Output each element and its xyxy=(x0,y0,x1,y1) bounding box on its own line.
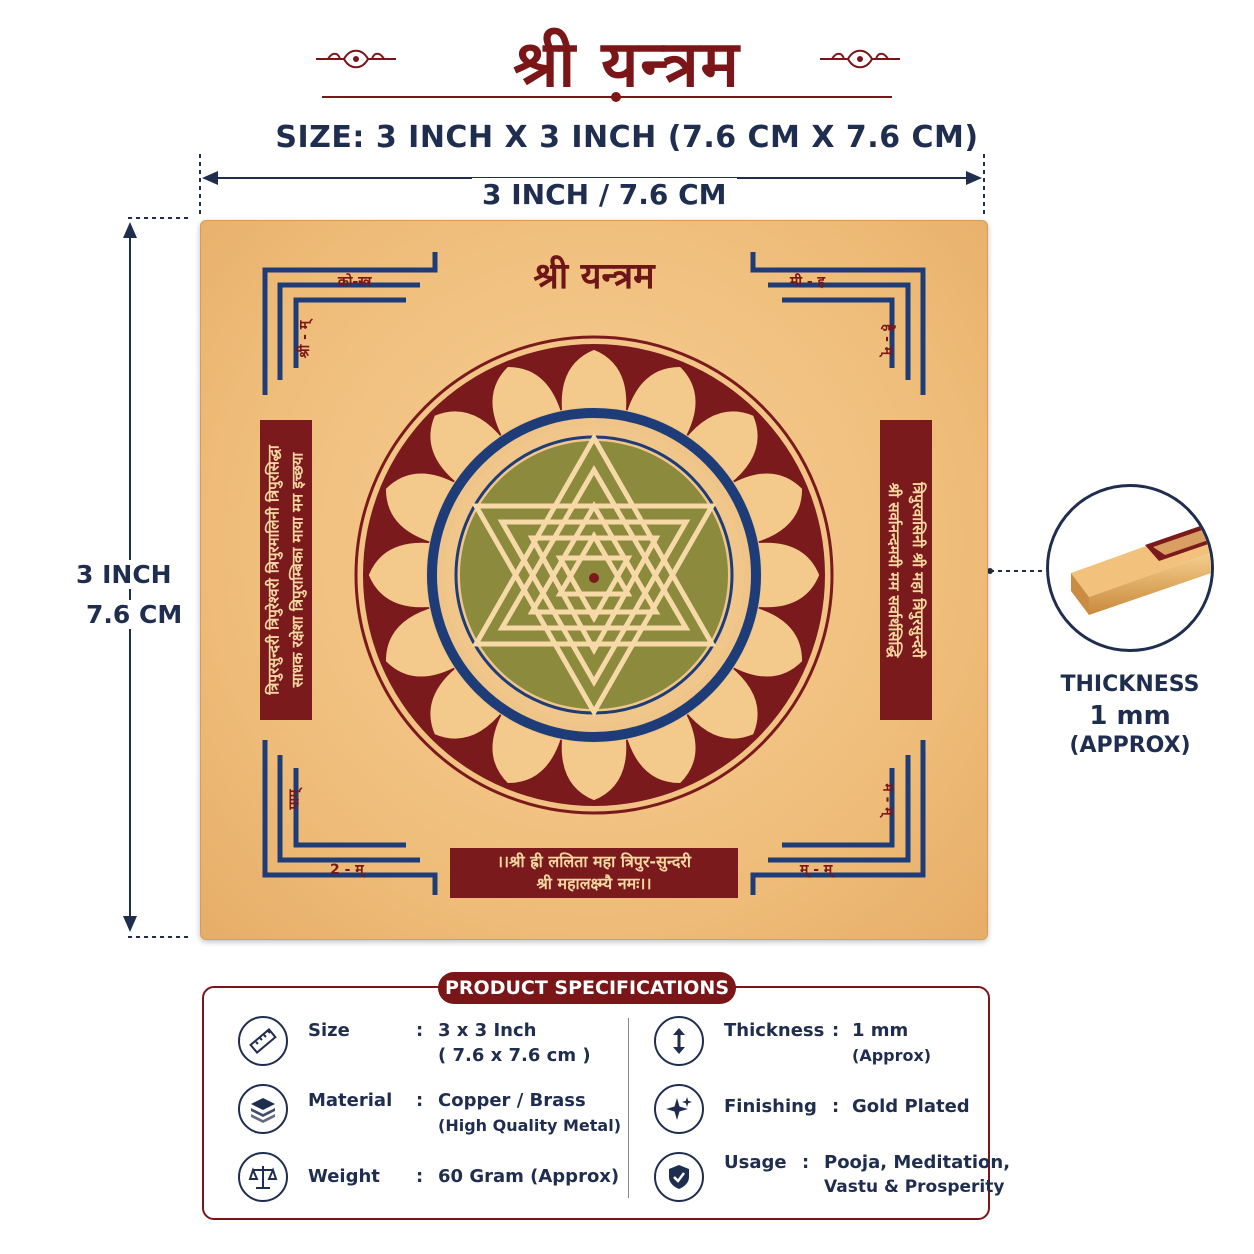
lotus-petal xyxy=(682,663,760,741)
sparkle-icon xyxy=(654,1084,704,1134)
left-mantra-panel: त्रिपुरसुन्दरी त्रिपुरेश्वरी त्रिपुरमालि… xyxy=(260,420,312,720)
spec-value-usage-1: Pooja, Meditation, xyxy=(824,1152,1011,1173)
spec-value-usage-2: Vastu & Prosperity xyxy=(824,1177,1005,1197)
bottom-mantra-line-1: ।।श्री ह्री ललिता महा त्रिपुर-सुन्दरी xyxy=(496,852,692,871)
size-headline: SIZE: 3 INCH X 3 INCH (7.6 CM X 7.6 CM) xyxy=(275,120,979,155)
corner-label-bottom-left: 2 - म् xyxy=(330,862,364,878)
spec-label-finishing: Finishing xyxy=(724,1096,817,1117)
vertical-arrows-icon xyxy=(654,1016,704,1066)
spec-label-weight: Weight xyxy=(308,1166,380,1187)
spec-value-thickness: 1 mm (Approx) xyxy=(852,1018,931,1068)
spec-colon: : xyxy=(832,1020,840,1041)
right-panel-line-1: त्रिपुरवासिनी श्री महा त्रिपुरसुन्दरी xyxy=(909,482,928,658)
thickness-label: THICKNESS xyxy=(1060,672,1200,697)
corner-label-bottom-right: म् - म् xyxy=(800,862,833,878)
spec-value-usage: Pooja, Meditation, Vastu & Prosperity xyxy=(824,1150,1010,1200)
spec-value-thickness-2: (Approx) xyxy=(852,1046,932,1065)
corner-label-bottom-right-side: म - म् xyxy=(879,783,896,816)
page-title: श्री यन्त्रम xyxy=(513,27,741,102)
spec-colon: : xyxy=(416,1166,424,1187)
lotus-petal xyxy=(428,409,506,487)
spec-colon: : xyxy=(802,1152,810,1173)
lotus-petal xyxy=(682,409,760,487)
lotus-petal xyxy=(560,348,628,417)
lotus-petal xyxy=(560,733,628,802)
spec-value-thickness-1: 1 mm xyxy=(852,1020,909,1041)
width-label: 3 INCH / 7.6 CM xyxy=(472,178,737,211)
left-panel-line-2: साधक रक्षेशा त्रिपुराम्बिका माया मम इच्छ… xyxy=(289,452,307,688)
bottom-mantra-line-2: श्री महालक्ष्म्यै नमः।। xyxy=(536,874,652,893)
header-divider-dot xyxy=(611,92,621,102)
spec-value-finishing: Gold Plated xyxy=(852,1096,970,1117)
thickness-callout: THICKNESS 1 mm (APPROX) xyxy=(1040,672,1220,758)
left-ornament-icon xyxy=(316,49,396,69)
height-label-cm: 7.6 CM xyxy=(86,600,183,629)
spec-value-weight: 60 Gram (Approx) xyxy=(438,1166,620,1187)
lotus-petal xyxy=(367,541,436,609)
spec-label-size: Size xyxy=(308,1020,350,1041)
spec-value-material-1: Copper / Brass xyxy=(438,1090,586,1111)
spec-colon: : xyxy=(416,1090,424,1111)
corner-label-top-left: क्रो-स्त्र xyxy=(338,274,372,290)
thickness-zoom-circle xyxy=(1046,484,1214,652)
yantra-artwork xyxy=(262,252,926,895)
corner-label-top-right-side: है - म् xyxy=(879,323,896,356)
layers-icon xyxy=(238,1084,288,1134)
spec-value-size-1: 3 x 3 Inch xyxy=(438,1020,537,1041)
specifications-divider xyxy=(628,1018,629,1198)
thickness-note: (APPROX) xyxy=(1069,733,1191,758)
spec-label-thickness: Thickness xyxy=(724,1020,825,1041)
height-label-inch: 3 INCH xyxy=(76,560,172,589)
plate-edge-closeup-icon xyxy=(1071,523,1211,615)
lotus-petal xyxy=(752,541,821,609)
left-panel-line-1: त्रिपुरसुन्दरी त्रिपुरेश्वरी त्रिपुरमालि… xyxy=(265,445,283,695)
corner-label-top-left-side: श्री - म् xyxy=(297,320,314,359)
corner-label-top-right: मी - ह xyxy=(790,274,825,290)
spec-label-usage: Usage xyxy=(724,1152,787,1173)
spec-colon: : xyxy=(832,1096,840,1117)
spec-label-material: Material xyxy=(308,1090,393,1111)
specifications-heading: PRODUCT SPECIFICATIONS xyxy=(438,972,736,1004)
right-panel-line-2: श्री सर्वानन्दमयी मम सर्वार्थसिद्धि xyxy=(885,482,904,658)
ruler-icon xyxy=(238,1016,288,1066)
header-divider xyxy=(322,96,892,98)
corner-label-bottom-left-side: पाम् xyxy=(286,789,303,810)
shield-check-icon xyxy=(654,1152,704,1202)
right-ornament-icon xyxy=(820,49,900,69)
spec-colon: : xyxy=(416,1020,424,1041)
scale-icon xyxy=(238,1152,288,1202)
plate-title: श्री यन्त्रम xyxy=(533,255,655,297)
thickness-value: 1 mm xyxy=(1089,701,1171,731)
right-mantra-panel: त्रिपुरवासिनी श्री महा त्रिपुरसुन्दरी श्… xyxy=(880,420,932,720)
lotus-petal xyxy=(428,663,506,741)
spec-value-material: Copper / Brass (High Quality Metal) xyxy=(438,1088,621,1138)
spec-value-size: 3 x 3 Inch ( 7.6 x 7.6 cm ) xyxy=(438,1018,591,1068)
spec-value-size-2: ( 7.6 x 7.6 cm ) xyxy=(438,1045,591,1066)
bottom-mantra-plaque: ।।श्री ह्री ललिता महा त्रिपुर-सुन्दरी श्… xyxy=(450,848,738,898)
spec-value-material-2: (High Quality Metal) xyxy=(438,1116,622,1135)
